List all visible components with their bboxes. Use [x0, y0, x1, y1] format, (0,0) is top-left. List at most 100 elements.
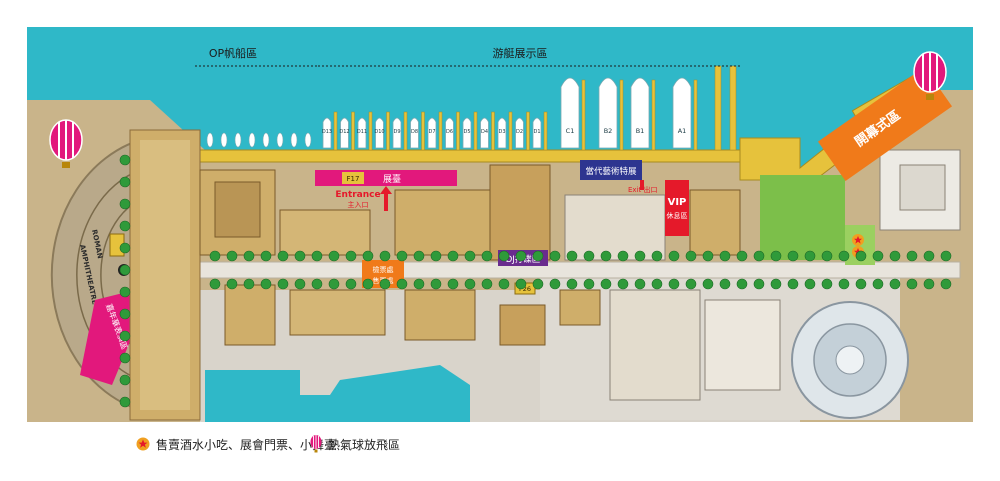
vip-label: VIP: [668, 197, 687, 208]
op-sailboat: [248, 132, 256, 148]
palm-tree: [906, 250, 918, 262]
building: [394, 189, 491, 256]
palm-trees: [119, 154, 952, 408]
yacht: [480, 117, 489, 149]
contemporary-art-zone: [580, 160, 642, 180]
berth-label: D10: [374, 129, 384, 135]
finger-pier: [543, 111, 548, 151]
palm-tree: [549, 278, 561, 290]
palm-tree: [736, 278, 748, 290]
building: [564, 194, 666, 261]
palm-tree: [770, 250, 782, 262]
palm-tree: [260, 278, 272, 290]
palm-tree: [362, 278, 374, 290]
yacht: [375, 117, 384, 149]
yacht: [630, 77, 650, 149]
palm-tree: [119, 154, 131, 166]
palm-tree: [311, 278, 323, 290]
finger-pier: [714, 65, 722, 151]
marina-piers: [333, 65, 737, 151]
palm-tree: [583, 278, 595, 290]
palm-tree: [345, 250, 357, 262]
palm-tree: [940, 250, 952, 262]
palm-tree: [787, 278, 799, 290]
palm-tree: [855, 250, 867, 262]
palm-tree: [396, 250, 408, 262]
op-sailboat: [304, 132, 312, 148]
building: [689, 189, 741, 256]
legend-food: 售賣酒水小吃、展會門票、小舞臺: [136, 432, 336, 456]
palm-tree: [617, 250, 629, 262]
palm-tree: [119, 176, 131, 188]
palm-tree: [515, 250, 527, 262]
palm-tree: [430, 278, 442, 290]
berth-label: D2: [516, 129, 523, 135]
f17-badge: [342, 172, 364, 184]
legend-balloon: 熱氣球放飛區: [310, 432, 400, 456]
palm-tree: [804, 250, 816, 262]
yacht: [392, 117, 402, 149]
berth-label: D8: [411, 129, 418, 135]
palm-tree: [209, 278, 221, 290]
exit-arrow: [640, 180, 644, 190]
op-sailboat: [234, 132, 242, 148]
palm-tree: [838, 278, 850, 290]
finger-pier: [351, 111, 355, 151]
palm-tree: [872, 250, 884, 262]
building: [279, 209, 371, 256]
palm-tree: [498, 250, 510, 262]
palm-tree: [770, 278, 782, 290]
building: [224, 284, 276, 346]
palm-tree: [430, 250, 442, 262]
finger-pier: [619, 79, 624, 151]
finger-pier: [386, 111, 390, 151]
berth-label: D9: [393, 129, 400, 135]
finger-pier: [368, 111, 373, 151]
yacht: [340, 117, 349, 149]
palm-tree: [634, 250, 646, 262]
finger-pier: [581, 79, 586, 151]
palm-tree: [685, 250, 697, 262]
finger-pier: [508, 111, 513, 151]
building: [289, 289, 386, 336]
palm-tree: [702, 250, 714, 262]
star-icon: [852, 234, 864, 246]
palm-tree: [226, 278, 238, 290]
palm-tree: [119, 352, 131, 364]
building: [559, 289, 601, 326]
palm-tree: [515, 278, 527, 290]
building: [609, 289, 701, 401]
palm-tree: [532, 278, 544, 290]
finger-pier: [693, 79, 698, 151]
palm-tree: [889, 278, 901, 290]
palm-tree: [464, 278, 476, 290]
palm-tree: [600, 278, 612, 290]
palm-tree: [396, 278, 408, 290]
finger-pier: [729, 65, 737, 151]
yacht: [322, 117, 332, 149]
yacht: [497, 117, 507, 149]
op-sailing-label: OP帆船區: [209, 46, 257, 60]
palm-tree: [532, 250, 544, 262]
palm-tree: [447, 250, 459, 262]
op-sailboat: [276, 132, 284, 148]
yacht: [410, 117, 419, 149]
palm-tree: [617, 278, 629, 290]
palm-tree: [119, 374, 131, 386]
berth-label: B1: [636, 127, 645, 135]
palm-tree: [906, 278, 918, 290]
palm-tree: [651, 250, 663, 262]
yacht-display-label: 游艇展示區: [493, 46, 548, 60]
palm-tree: [464, 250, 476, 262]
finger-pier: [403, 111, 408, 151]
palm-tree: [311, 250, 323, 262]
palm-tree: [260, 250, 272, 262]
yacht: [445, 117, 454, 149]
yacht: [427, 117, 437, 149]
yacht: [462, 117, 472, 149]
berth-label: B2: [604, 127, 613, 135]
finger-pier: [421, 111, 425, 151]
berth-label: D1: [533, 129, 540, 135]
palm-tree: [379, 250, 391, 262]
